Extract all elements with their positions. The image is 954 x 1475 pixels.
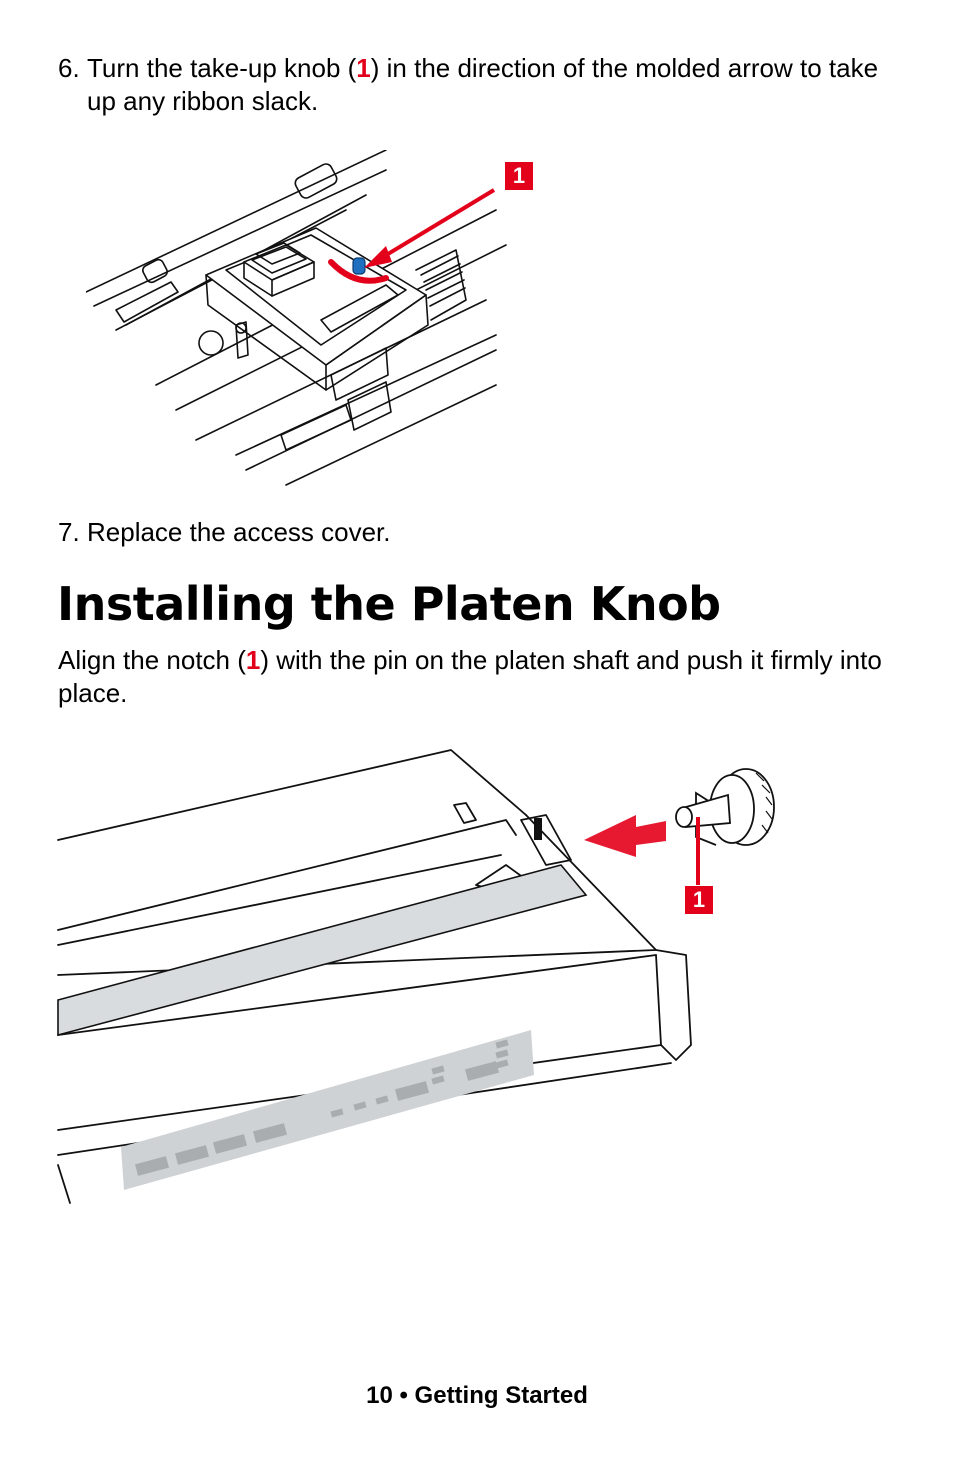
step-7: 7. Replace the access cover.: [58, 516, 908, 549]
callout-ref: 1: [245, 645, 261, 675]
page-number: 10: [366, 1382, 393, 1409]
step-text-part: Turn the take-up knob (: [87, 53, 357, 83]
intro-text-part: Align the notch (: [58, 645, 246, 675]
callout-ref: 1: [356, 53, 371, 83]
platen-knob-illustration: [57, 749, 775, 1204]
step-text-part: ) in the direction of the molded arrow t…: [87, 53, 879, 116]
intro-text-part: ) with the pin on the platen shaft and p…: [58, 645, 882, 708]
footer-section-title: Getting Started: [414, 1382, 588, 1409]
step-number: 7.: [58, 517, 80, 547]
callout-1-ribbon: 1: [505, 162, 533, 190]
step-6: 6. Turn the take-up knob (1) in the dire…: [58, 52, 908, 118]
step-number: 6.: [58, 53, 80, 83]
step-text: Turn the take-up knob (1) in the directi…: [87, 52, 908, 118]
section-intro: Align the notch (1) with the pin on the …: [58, 644, 908, 710]
section-heading: Installing the Platen Knob: [57, 577, 721, 631]
take-up-knob: [352, 257, 366, 275]
ribbon-cartridge-illustration: [86, 150, 507, 486]
footer-separator: •: [399, 1382, 408, 1409]
step-text: Replace the access cover.: [87, 517, 391, 547]
page-footer: 10 • Getting Started: [0, 1380, 954, 1412]
callout-1-knob: 1: [685, 886, 713, 914]
